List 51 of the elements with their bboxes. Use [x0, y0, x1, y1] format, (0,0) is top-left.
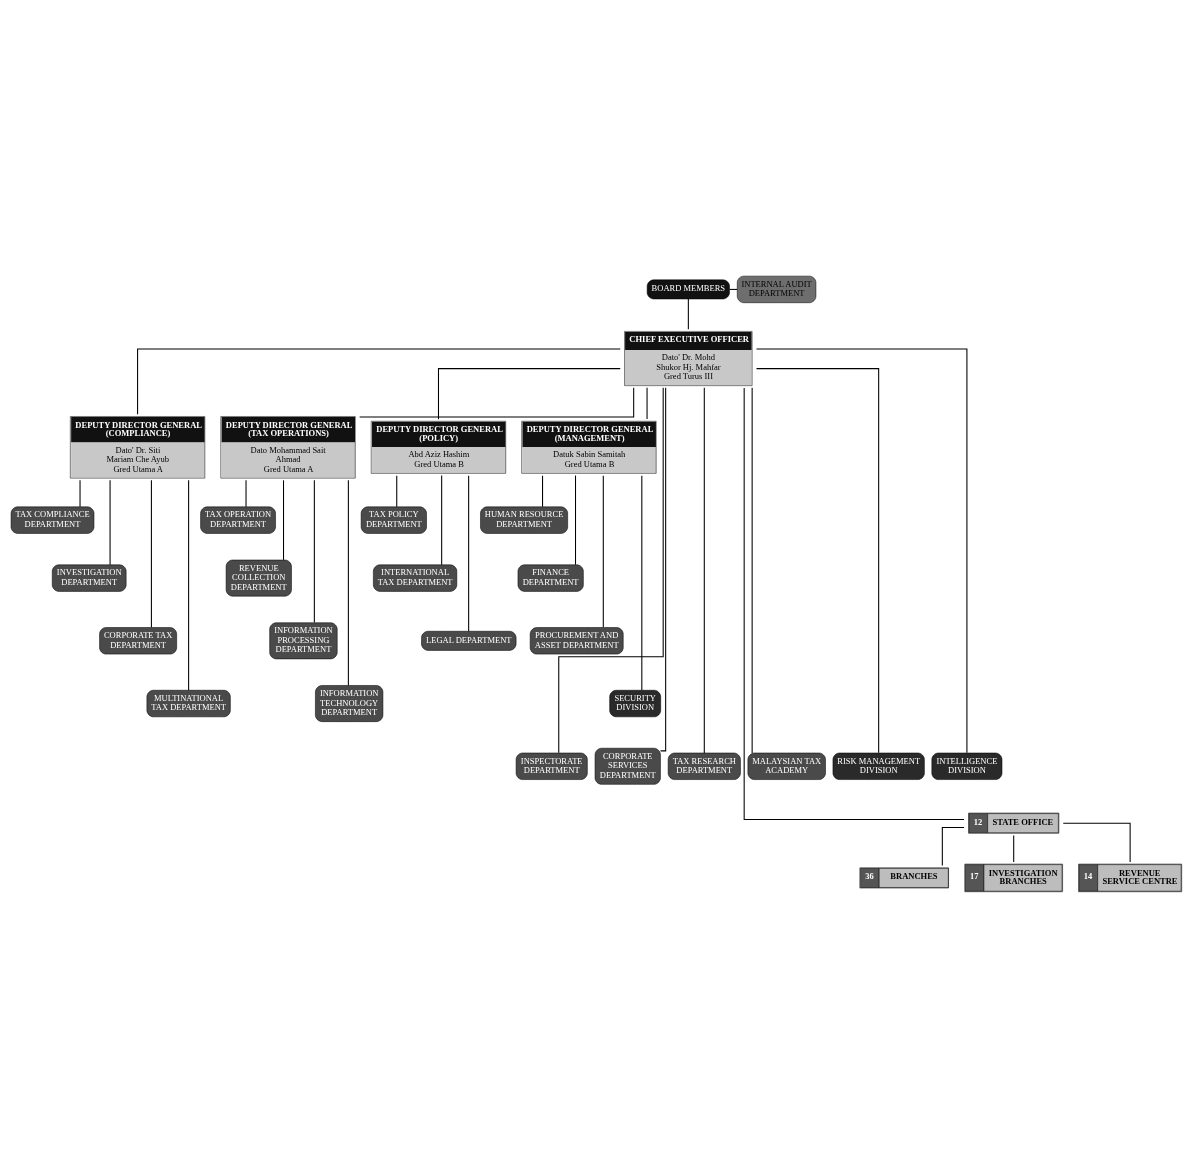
- node-box: PROCUREMENT AND ASSET DEPARTMENT: [529, 627, 624, 655]
- node-box: TAX COMPLIANCE DEPARTMENT: [10, 506, 95, 534]
- node-box: INTERNAL AUDIT DEPARTMENT: [737, 275, 817, 303]
- connector: [756, 368, 880, 754]
- connector: [437, 368, 621, 420]
- connector: [703, 387, 705, 754]
- connector: [441, 475, 443, 566]
- node-box: RISK MANAGEMENT DIVISION: [832, 752, 925, 780]
- node-box: BOARD MEMBERS: [646, 279, 730, 300]
- node-box: SECURITY DIVISION: [609, 690, 661, 718]
- connector: [137, 348, 621, 415]
- node-box: LEGAL DEPARTMENT: [421, 631, 517, 651]
- node-box: TAX OPERATION DEPARTMENT: [200, 506, 276, 534]
- connector: [542, 475, 544, 508]
- connector: [359, 387, 635, 418]
- node-box: REVENUE COLLECTION DEPARTMENT: [225, 559, 292, 597]
- node-box: MALAYSIAN TAX ACADEMY: [747, 752, 826, 780]
- connector: [283, 479, 285, 561]
- node-box: CORPORATE SERVICES DEPARTMENT: [594, 747, 661, 785]
- connector: [79, 479, 81, 508]
- connector: [347, 479, 349, 686]
- connector: [1062, 822, 1131, 863]
- node-box: CORPORATE TAX DEPARTMENT: [99, 627, 177, 655]
- connector: [1013, 834, 1015, 863]
- connector: [313, 479, 315, 624]
- node-box: TAX POLICY DEPARTMENT: [360, 506, 427, 534]
- connector: [109, 479, 111, 566]
- node-box: INTERNATIONAL TAX DEPARTMENT: [373, 564, 458, 592]
- connector: [575, 475, 577, 566]
- node-box: INFORMATION TECHNOLOGY DEPARTMENT: [315, 685, 384, 722]
- node-box: MULTINATIONAL TAX DEPARTMENT: [146, 690, 231, 718]
- node-box: FINANCE DEPARTMENT: [517, 564, 584, 592]
- node-box: INVESTIGATION DEPARTMENT: [52, 564, 127, 592]
- connector: [602, 475, 604, 628]
- connector: [751, 387, 753, 754]
- connector: [641, 475, 643, 691]
- node-box: INTELLIGENCE DIVISION: [931, 752, 1003, 780]
- node-box: INFORMATION PROCESSING DEPARTMENT: [269, 622, 338, 660]
- node-box: TAX RESEARCH DEPARTMENT: [667, 752, 741, 780]
- connector: [468, 475, 470, 632]
- node-box: HUMAN RESOURCE DEPARTMENT: [480, 506, 568, 534]
- connector: [743, 387, 965, 820]
- connector: [188, 479, 190, 691]
- connector: [755, 348, 968, 754]
- connector: [941, 826, 965, 866]
- connector: [396, 475, 398, 508]
- connector: [150, 479, 152, 628]
- connector: [687, 298, 689, 330]
- connector: [660, 387, 667, 752]
- connector: [245, 479, 247, 508]
- node-box: INSPECTORATE DEPARTMENT: [515, 752, 588, 780]
